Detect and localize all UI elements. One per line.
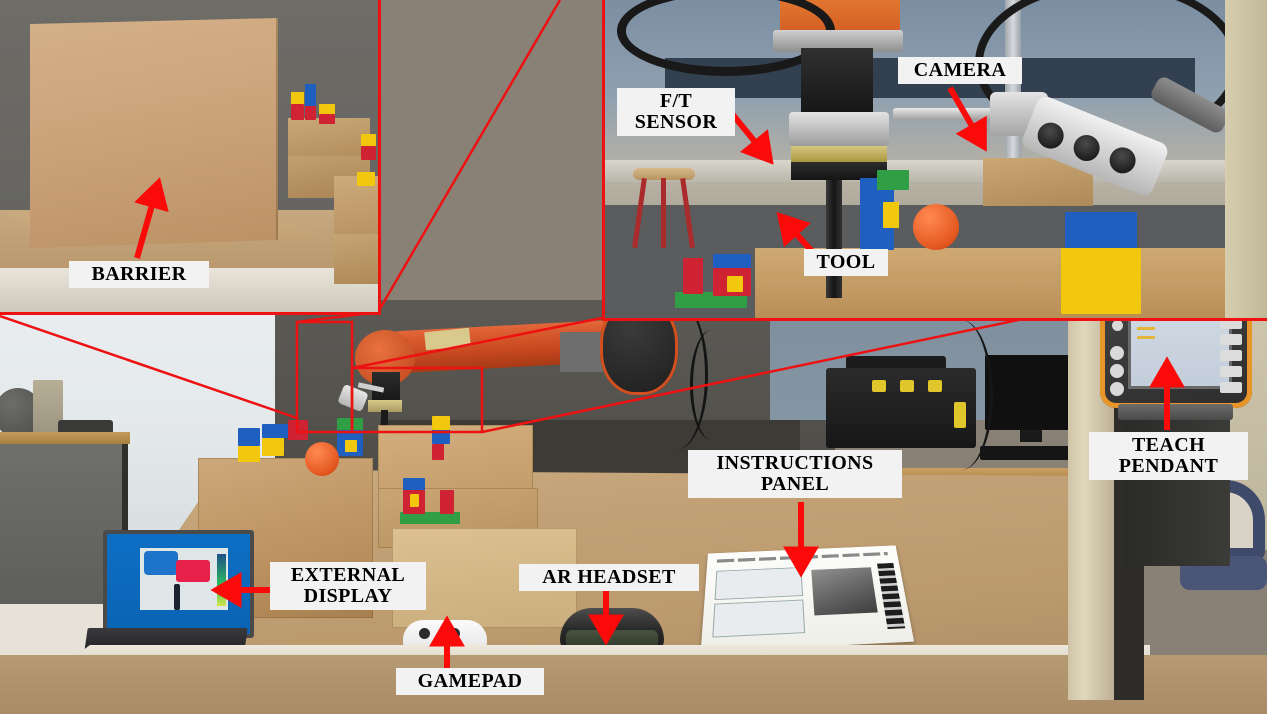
stool-leg <box>632 177 647 249</box>
toy-block <box>675 292 747 308</box>
pendant-softkey[interactable] <box>1220 366 1242 377</box>
toy-block <box>288 420 308 440</box>
display-tool-graphic <box>174 584 180 610</box>
camera-lens <box>1105 143 1140 178</box>
pendant-button[interactable] <box>1110 364 1124 378</box>
toy-block <box>262 438 284 456</box>
stool-leg <box>661 178 666 248</box>
ft-sensor-base <box>791 162 887 180</box>
toy-block <box>713 254 751 270</box>
pendant-softkey[interactable] <box>1220 350 1242 361</box>
cable <box>930 320 993 470</box>
adapter-block <box>801 48 873 112</box>
label-ft-sensor: F/T SENSOR <box>617 88 735 137</box>
toy-block <box>262 424 288 438</box>
desktop-monitor <box>985 355 1077 430</box>
toy-block <box>361 146 376 160</box>
toy-block <box>432 444 444 460</box>
rack-port <box>872 380 886 392</box>
label-barrier: BARRIER <box>69 261 209 289</box>
pendant-softkey[interactable] <box>1220 334 1242 345</box>
pendant-holder <box>1118 404 1233 420</box>
toy-block <box>291 92 304 106</box>
inset-cardboard-box <box>288 118 370 158</box>
inset-right-pillar <box>1225 0 1267 318</box>
paper-color-strip <box>877 562 906 630</box>
toy-block <box>883 202 899 228</box>
toy-block <box>305 84 316 108</box>
paper-screenshot <box>712 599 806 638</box>
toy-block <box>440 490 454 514</box>
external-display-screen <box>103 530 254 638</box>
pendant-button[interactable] <box>1110 382 1124 396</box>
label-camera: CAMERA <box>898 57 1022 85</box>
toy-block <box>291 104 304 120</box>
label-instructions-panel: INSTRUCTIONS PANEL <box>688 450 902 499</box>
toy-block <box>1061 248 1141 314</box>
toy-block <box>238 428 260 446</box>
barrier-inset-photo <box>0 0 381 315</box>
ball-prop <box>305 442 339 476</box>
stool-seat <box>633 168 695 180</box>
paper-screenshot <box>714 567 804 601</box>
toy-block <box>361 134 376 147</box>
paper-title-text <box>716 552 888 563</box>
toy-block <box>432 428 450 444</box>
toy-block <box>727 276 743 292</box>
gamepad-right-stick <box>449 628 460 639</box>
toy-block <box>410 494 419 507</box>
label-gamepad: GAMEPAD <box>396 668 544 696</box>
pendant-button[interactable] <box>1110 346 1124 360</box>
label-teach-pendant: TEACH PENDANT <box>1089 432 1248 481</box>
stool-leg <box>680 177 695 249</box>
keyboard <box>980 446 1085 460</box>
toy-block <box>305 106 316 120</box>
pendant-softkey[interactable] <box>1220 382 1242 393</box>
inset-cardboard-box <box>334 234 378 284</box>
ft-sensor-body <box>789 112 889 146</box>
monitor-stand <box>1020 430 1042 442</box>
cable <box>690 330 733 440</box>
rack-port <box>900 380 914 392</box>
label-tool: TOOL <box>804 249 888 277</box>
pendant-button[interactable] <box>1112 320 1123 331</box>
mounting-flange <box>773 30 903 52</box>
toy-block <box>345 440 357 452</box>
toy-block <box>403 478 425 490</box>
power-brick <box>58 420 113 434</box>
camera-lens <box>1069 131 1104 165</box>
end-effector-inset-photo <box>602 0 1267 321</box>
display-content <box>140 548 228 610</box>
display-red-object <box>176 560 210 582</box>
gamepad-left-stick <box>419 628 430 639</box>
tool-shaft <box>826 180 842 298</box>
display-force-gauge <box>217 554 226 606</box>
cardboard-barrier <box>30 18 278 248</box>
ball-prop <box>913 204 959 250</box>
toy-block <box>357 172 375 186</box>
toy-block <box>683 258 703 294</box>
inset-cardboard-box <box>334 176 378 238</box>
inset-stool <box>632 168 695 249</box>
floor <box>0 655 1267 714</box>
label-external-display: EXTERNAL DISPLAY <box>270 562 426 611</box>
instructions-paper-sheet <box>700 545 915 653</box>
toy-block <box>238 446 260 462</box>
label-ar-headset: AR HEADSET <box>519 564 699 592</box>
left-desk-surface <box>0 432 130 444</box>
ft-sensor-gold-band <box>791 146 887 162</box>
paper-photo <box>811 567 878 616</box>
camera-mount-rod <box>893 108 1003 120</box>
display-robot-graphic <box>144 551 178 575</box>
toy-block <box>877 170 909 190</box>
toy-block <box>400 512 460 524</box>
toy-block <box>432 416 450 430</box>
toy-block <box>319 104 335 116</box>
camera-lens <box>1033 118 1068 153</box>
toy-block <box>319 114 335 124</box>
inset-bench-edge <box>605 160 1267 182</box>
